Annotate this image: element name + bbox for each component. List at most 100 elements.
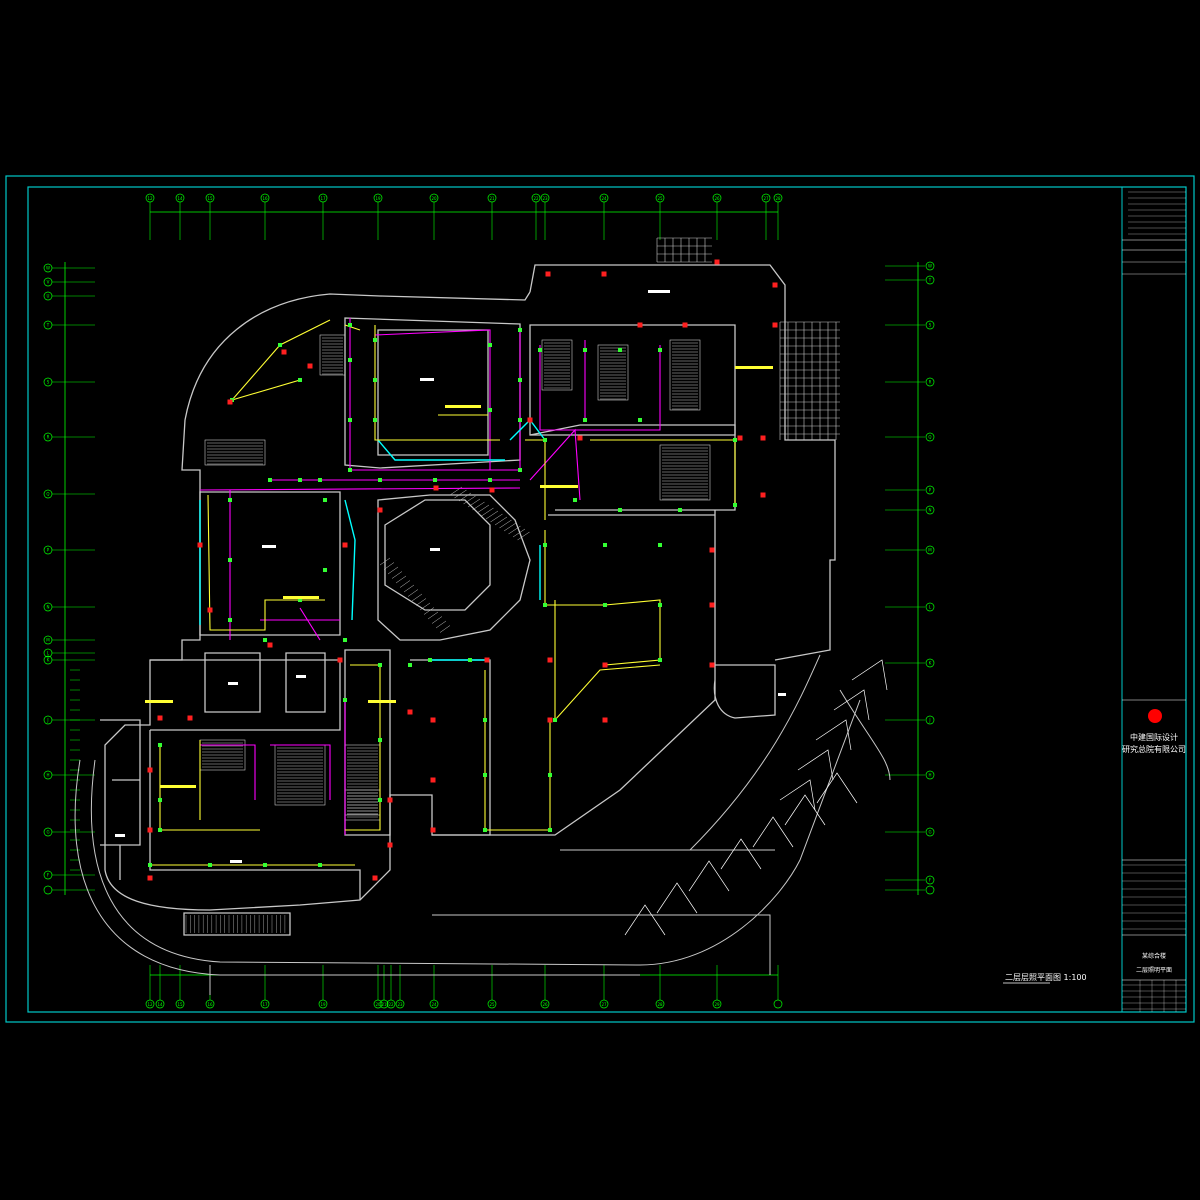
switch-node bbox=[638, 418, 642, 422]
emergency-light-fixture bbox=[709, 547, 715, 553]
escalator-step bbox=[494, 516, 508, 526]
stair-core bbox=[669, 339, 701, 411]
grid-bubble-top bbox=[487, 193, 497, 203]
switch-node bbox=[548, 773, 552, 777]
switch-node bbox=[228, 618, 232, 622]
emergency-light-fixture bbox=[267, 642, 273, 648]
switch-node bbox=[378, 798, 382, 802]
switch-node bbox=[548, 828, 552, 832]
grid-bubble-left bbox=[43, 715, 53, 725]
grid-label-right: P bbox=[929, 488, 932, 493]
grid-bubble-left bbox=[43, 870, 53, 880]
escalator-step bbox=[467, 498, 481, 508]
switch-node bbox=[468, 658, 472, 662]
switch-node bbox=[483, 718, 487, 722]
grid-label-right: H bbox=[928, 773, 931, 778]
switch-node bbox=[658, 543, 662, 547]
switch-node bbox=[343, 698, 347, 702]
emergency-light-fixture bbox=[489, 487, 495, 493]
grid-bubble-right bbox=[925, 545, 935, 555]
stair-core bbox=[541, 339, 573, 391]
grid-label-left: J bbox=[46, 718, 48, 723]
parking-stall bbox=[851, 659, 888, 691]
emergency-light-fixture bbox=[207, 607, 213, 613]
grid-bubble-bottom bbox=[175, 999, 185, 1009]
grid-bubble-right bbox=[925, 885, 935, 895]
escalator-step bbox=[403, 584, 415, 593]
grid-bubble-top bbox=[145, 193, 155, 203]
emergency-light-fixture bbox=[760, 492, 766, 498]
grid-bubble-bottom bbox=[487, 999, 497, 1009]
parking-stall bbox=[833, 689, 870, 721]
grid-bubble-bottom bbox=[386, 999, 396, 1009]
emergency-light-fixture bbox=[760, 435, 766, 441]
switch-node bbox=[488, 408, 492, 412]
emergency-light-fixture bbox=[377, 507, 383, 513]
grid-bubble-left bbox=[43, 489, 53, 499]
emergency-light-fixture bbox=[545, 271, 551, 277]
emergency-light-fixture bbox=[307, 363, 313, 369]
grid-label-top: 15 bbox=[207, 196, 213, 201]
grid-bubble-top bbox=[599, 193, 609, 203]
grid-bubble-top bbox=[260, 193, 270, 203]
grid-bubble-left bbox=[43, 770, 53, 780]
grid-bubble-left bbox=[43, 635, 53, 645]
emergency-light-fixture bbox=[281, 349, 287, 355]
escalator-step bbox=[439, 625, 451, 633]
emergency-light-fixture bbox=[737, 435, 743, 441]
switch-node bbox=[343, 638, 347, 642]
switch-node bbox=[583, 348, 587, 352]
grid-label-top: 20 bbox=[431, 196, 437, 201]
grid-bubble-top bbox=[761, 193, 771, 203]
emergency-light-fixture bbox=[157, 715, 163, 721]
grid-bubble-right bbox=[925, 715, 935, 725]
plan-title: 二层层照平面图 1:100 bbox=[1005, 973, 1087, 982]
escalator-step bbox=[387, 566, 399, 575]
escalator-step bbox=[472, 501, 485, 511]
grid-label-left: G bbox=[46, 830, 49, 835]
emergency-light-fixture bbox=[337, 657, 343, 663]
grid-label-bottom: 29 bbox=[714, 1002, 720, 1007]
switch-node bbox=[378, 738, 382, 742]
grid-label-top: 14 bbox=[177, 196, 183, 201]
grid-bubble-bottom bbox=[429, 999, 439, 1009]
switch-node bbox=[483, 773, 487, 777]
parking-stall bbox=[797, 749, 834, 781]
outer-frame bbox=[5, 175, 1195, 1023]
grid-bubble-left bbox=[43, 377, 53, 387]
escalator-step bbox=[508, 525, 521, 535]
emergency-light-fixture bbox=[772, 322, 778, 328]
grid-label-left: U bbox=[47, 294, 50, 299]
switch-node bbox=[538, 348, 542, 352]
grid-label-top: 17 bbox=[320, 196, 326, 201]
grid-bubble-right bbox=[925, 485, 935, 495]
building-walls bbox=[100, 264, 836, 936]
stair-core bbox=[204, 439, 266, 466]
switch-node bbox=[158, 743, 162, 747]
escalator-step bbox=[503, 522, 517, 532]
switch-node bbox=[228, 558, 232, 562]
switch-node bbox=[228, 498, 232, 502]
parking-stripes bbox=[185, 659, 888, 936]
grid-bubble-right bbox=[925, 320, 935, 330]
grid-bubble-top bbox=[540, 193, 550, 203]
stair-core bbox=[597, 344, 629, 401]
escalator-step bbox=[458, 492, 472, 502]
grid-label-bottom: 16 bbox=[207, 1002, 213, 1007]
switch-node bbox=[208, 863, 212, 867]
grid-bubble-bottom bbox=[379, 999, 389, 1009]
grid-bubble-left bbox=[43, 827, 53, 837]
emergency-light-fixture bbox=[602, 662, 608, 668]
escalator-step bbox=[427, 611, 439, 620]
parking-stall bbox=[720, 838, 762, 870]
grid-label-left: M bbox=[46, 638, 50, 643]
switch-node bbox=[158, 798, 162, 802]
emergency-light-fixture bbox=[147, 767, 153, 773]
escalator-step bbox=[499, 519, 512, 529]
grid-bubble-top bbox=[712, 193, 722, 203]
escalator-step bbox=[407, 589, 419, 597]
project-label: 某综合楼 bbox=[1142, 952, 1166, 960]
grid-label-left: K bbox=[47, 658, 50, 663]
